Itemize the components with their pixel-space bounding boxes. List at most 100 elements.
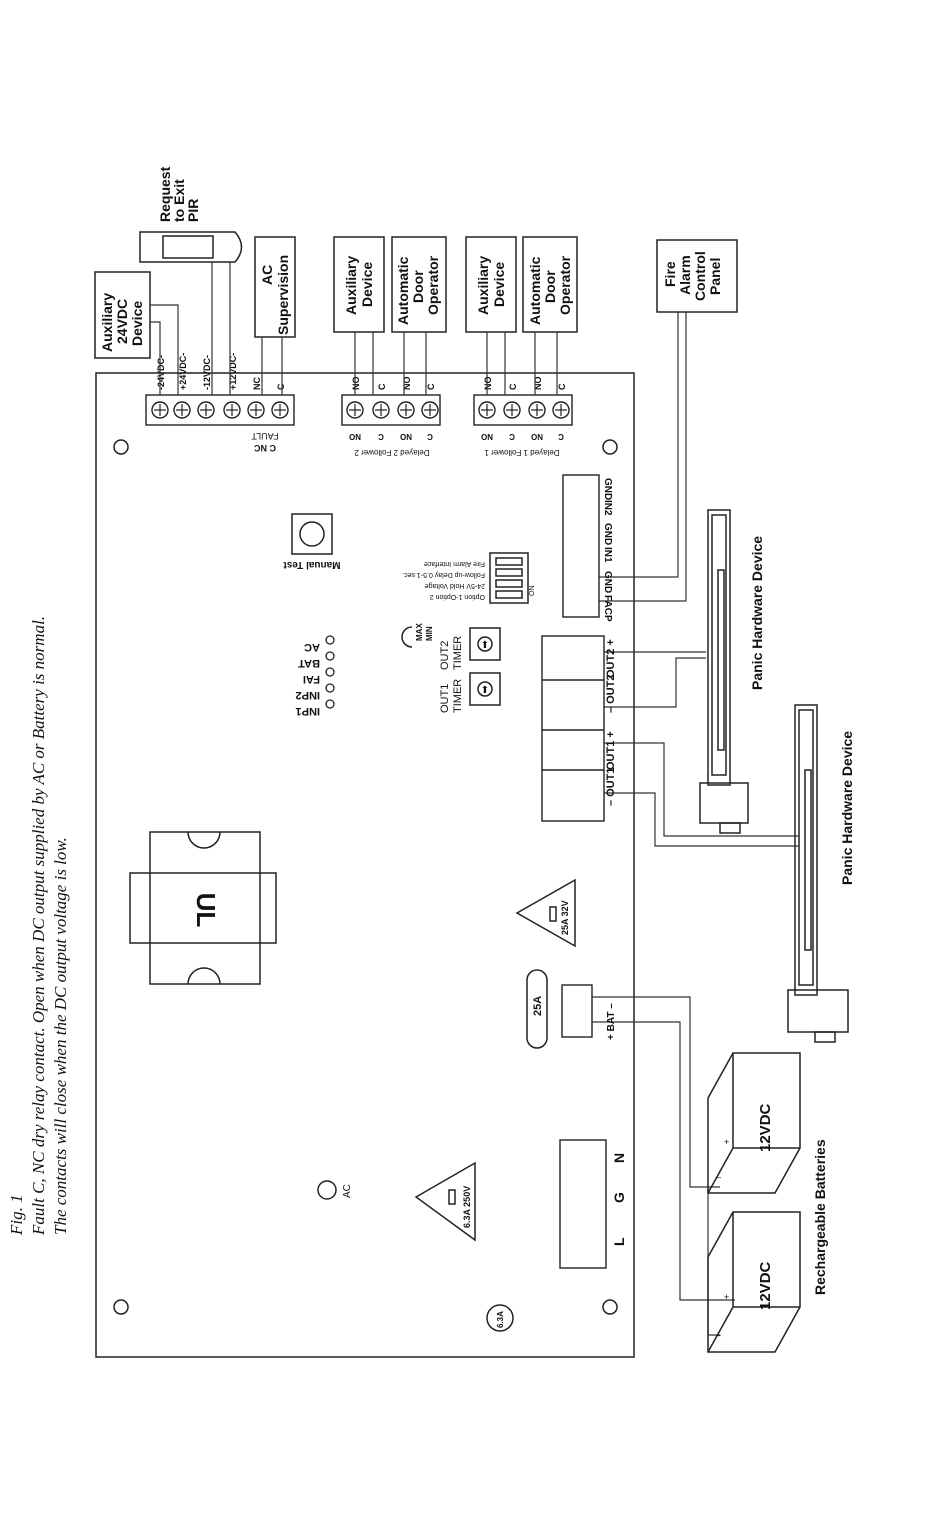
svg-text:Operator: Operator xyxy=(557,255,573,315)
svg-text:–: – xyxy=(716,1330,721,1340)
ac-led-label: AC xyxy=(342,1184,353,1198)
caption-fig: Fig. 1 xyxy=(7,1194,26,1236)
terminal-label: +24VDC- xyxy=(178,353,188,390)
svg-text:Auxiliary: Auxiliary xyxy=(99,293,115,352)
svg-text:PIR: PIR xyxy=(185,199,201,222)
screw-terminal xyxy=(247,401,265,419)
terminal-label: +12VDC- xyxy=(228,353,238,390)
out2-timer-pot[interactable] xyxy=(469,627,501,661)
terminal-label: NO xyxy=(351,377,361,391)
fault-terminal-block xyxy=(145,394,295,426)
terminal-label: C xyxy=(509,432,515,441)
led-indicator xyxy=(325,699,335,709)
manual-test-label: Manual Test xyxy=(283,559,341,570)
terminal-label: NC xyxy=(252,377,262,390)
svg-text:Auxiliary: Auxiliary xyxy=(475,256,491,315)
svg-text:MIN: MIN xyxy=(425,626,434,641)
terminal-label: NO xyxy=(400,432,412,441)
dip-on-label: ON xyxy=(529,586,536,597)
facp-terminal-label: FACP xyxy=(602,595,613,622)
out1-timer-label: OUT1 TIMER xyxy=(439,679,464,713)
screw-terminal xyxy=(151,401,169,419)
battery-2 xyxy=(707,1211,801,1353)
voltage-adjust-dial[interactable] xyxy=(401,626,413,648)
svg-text:Alarm: Alarm xyxy=(677,255,693,295)
ac-indicator-led xyxy=(317,1180,337,1200)
auxiliary-device-1-label: Auxiliary Device xyxy=(475,256,507,315)
automatic-door-operator-1-box xyxy=(522,236,578,333)
led-indicator xyxy=(325,667,335,677)
mains-fuse-warning xyxy=(414,1161,476,1242)
terminal-label: -12VDC- xyxy=(202,355,212,390)
svg-text:OUT1: OUT1 xyxy=(439,684,451,713)
mount-hole xyxy=(113,439,129,455)
manual-test-button[interactable] xyxy=(291,513,333,555)
caption-line1: Fault C, NC dry relay contact. Open when… xyxy=(29,616,48,1236)
auxiliary-device-2-box xyxy=(333,236,385,333)
svg-text:24-5V Hold Voltage: 24-5V Hold Voltage xyxy=(425,582,485,589)
fire-alarm-control-panel-label: Fire Alarm Control Panel xyxy=(662,251,723,301)
svg-text:Automatic: Automatic xyxy=(395,256,411,325)
led-label: AC xyxy=(304,641,320,653)
svg-text:24VDC: 24VDC xyxy=(114,299,130,344)
facp-terminal-label: GND xyxy=(602,478,613,500)
svg-text:Follow-up Delay 0.5-1 sec.: Follow-up Delay 0.5-1 sec. xyxy=(402,571,485,578)
pir-label: Request to Exit PIR xyxy=(157,166,201,222)
panic-device-2-label: Panic Hardware Device xyxy=(839,731,855,885)
mount-hole xyxy=(113,1299,129,1315)
caption-line2: The contacts will close when the DC outp… xyxy=(51,837,70,1235)
terminal-label: NO xyxy=(483,377,493,391)
screw-terminal xyxy=(478,401,496,419)
battery-terminal-label: + BAT – xyxy=(606,1003,617,1040)
screw-terminal xyxy=(197,401,215,419)
mains-terminal-label: G xyxy=(611,1192,627,1203)
dip-switch[interactable] xyxy=(489,552,529,604)
svg-text:Control: Control xyxy=(692,251,708,301)
svg-text:+: + xyxy=(724,1137,729,1147)
mount-hole xyxy=(602,1299,618,1315)
dip-labels: Fire Alarm Interface Follow-up Delay 0.5… xyxy=(402,560,485,600)
svg-text:to Exit: to Exit xyxy=(171,179,187,222)
auxiliary-device-1-box xyxy=(465,236,517,333)
battery-terminal xyxy=(561,984,593,1038)
led-indicator xyxy=(325,651,335,661)
ul-logo: UL xyxy=(191,893,221,928)
figure-caption: Fig. 1 Fault C, NC dry relay contact. Op… xyxy=(7,616,70,1236)
terminal-label: NO xyxy=(349,432,361,441)
fault-label: FAULT xyxy=(251,431,279,441)
terminal-label: -24VDC- xyxy=(156,355,166,390)
led-label: INP1 xyxy=(296,705,320,717)
out1-timer-arrow: ⬆ xyxy=(481,685,489,696)
screw-terminal xyxy=(223,401,241,419)
mains-fuse-rating: 6.3A 250V xyxy=(462,1186,472,1228)
svg-text:TIMER: TIMER xyxy=(452,636,464,670)
terminal-label: C xyxy=(378,432,384,441)
svg-text:Panel: Panel xyxy=(707,258,723,295)
svg-text:+: + xyxy=(724,1292,729,1302)
out2-timer-arrow: ⬆ xyxy=(481,640,489,651)
terminal-labels: -24VDC- +24VDC- -12VDC- +12VDC- NC C NO C NO C NO C… xyxy=(156,353,567,441)
facp-terminal-label: GND xyxy=(602,523,613,545)
svg-text:Fire Alarm Interface: Fire Alarm Interface xyxy=(424,560,485,567)
terminal-label: C xyxy=(377,383,387,390)
led-label: INP2 xyxy=(296,689,320,701)
request-to-exit-pir xyxy=(139,231,243,263)
ac-supervision-label: AC Supervision xyxy=(259,255,291,335)
mains-labels: NGL xyxy=(611,1153,627,1246)
aux-24vdc-device-label: Auxiliary 24VDC Device xyxy=(99,293,145,352)
automatic-door-operator-2-box xyxy=(391,236,447,333)
terminal-label: NO xyxy=(481,432,493,441)
svg-text:Auxiliary: Auxiliary xyxy=(343,256,359,315)
battery-2-voltage: 12VDC xyxy=(757,1261,774,1310)
screw-terminal xyxy=(528,401,546,419)
out1-timer-pot[interactable] xyxy=(469,672,501,706)
svg-text:Request: Request xyxy=(157,166,173,222)
terminal-label: C xyxy=(508,383,518,390)
follower1-label: Delayed 1 Follower 1 xyxy=(484,448,560,457)
mains-terminal-label: L xyxy=(611,1237,627,1246)
dial-labels: MAX MIN xyxy=(415,623,434,641)
transformer: UL xyxy=(129,831,277,985)
terminal-label: C xyxy=(558,432,564,441)
